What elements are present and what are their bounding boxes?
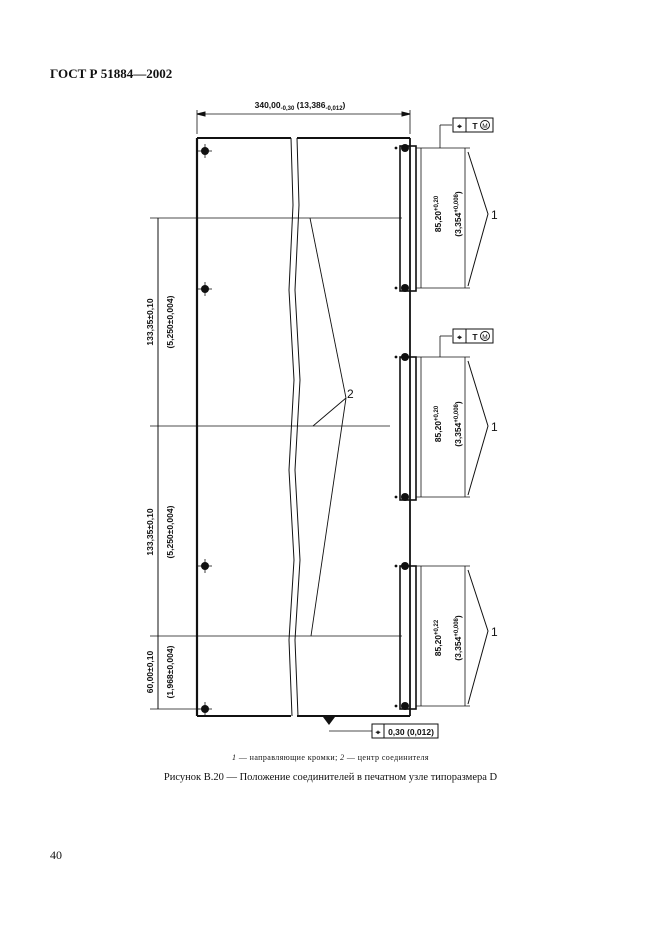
datum-frame-top: ⌖ T M <box>452 117 494 133</box>
svg-text:85,20+0,22: 85,20+0,22 <box>433 619 443 656</box>
edge-dimension: 60,00±0,10 (1,968±0,004) <box>145 645 175 698</box>
connector-pins <box>401 144 409 710</box>
callout-1-middle: 1 <box>491 420 498 434</box>
pitch-dimension-upper: 133,35±0,10 (5,250±0,004) <box>145 295 175 348</box>
page-number: 40 <box>50 848 62 862</box>
svg-text:(3,354+0,008): (3,354+0,008) <box>453 615 463 661</box>
svg-text:M: M <box>482 123 487 130</box>
pitch-dimension-lower: 133,35±0,10 (5,250±0,004) <box>145 505 175 558</box>
figure-legend: 1 — направляющие кромки; 2 — центр соеди… <box>232 753 429 762</box>
svg-text:⌖: ⌖ <box>456 332 463 342</box>
datum-frame-middle: ⌖ T M <box>452 328 494 344</box>
svg-text:⌖: ⌖ <box>456 121 463 131</box>
svg-text:(3,354+0,008): (3,354+0,008) <box>453 191 463 237</box>
mounting-holes <box>201 147 209 713</box>
svg-text:85,20+0,20: 85,20+0,20 <box>433 195 443 232</box>
svg-text:(5,250±0,004): (5,250±0,004) <box>165 295 175 348</box>
svg-text:60,00±0,10: 60,00±0,10 <box>145 650 155 693</box>
svg-text:M: M <box>482 334 487 341</box>
callout-1-top: 1 <box>491 208 498 222</box>
connector-length-dimension-1: 85,20+0,20 (3,354+0,008) <box>433 191 463 237</box>
document-standard-header: ГОСТ Р 51884—2002 <box>50 66 173 81</box>
svg-text:(1,968±0,004): (1,968±0,004) <box>165 645 175 698</box>
svg-text:T: T <box>472 332 478 342</box>
bottom-position-tolerance: ⌖ 0,30 (0,012) <box>371 723 439 739</box>
callout-2: 2 <box>347 387 354 401</box>
svg-text:0,30 (0,012): 0,30 (0,012) <box>388 727 434 737</box>
callout-1-bottom: 1 <box>491 625 498 639</box>
svg-text:⌖: ⌖ <box>375 727 382 737</box>
svg-text:T: T <box>472 121 478 131</box>
svg-text:133,35±0,10: 133,35±0,10 <box>145 298 155 345</box>
svg-text:133,35±0,10: 133,35±0,10 <box>145 508 155 555</box>
connector-length-dimension-3: 85,20+0,22 (3,354+0,008) <box>433 615 463 661</box>
overall-width-dimension: 340,00-0,30 (13,386-0,012) <box>255 100 346 112</box>
figure-caption: Рисунок В.20 — Положение соединителей в … <box>163 772 498 783</box>
svg-text:(5,250±0,004): (5,250±0,004) <box>165 505 175 558</box>
svg-text:(3,354+0,008): (3,354+0,008) <box>453 401 463 447</box>
svg-text:85,20+0,20: 85,20+0,20 <box>433 405 443 442</box>
connector-length-dimension-2: 85,20+0,20 (3,354+0,008) <box>433 401 463 447</box>
